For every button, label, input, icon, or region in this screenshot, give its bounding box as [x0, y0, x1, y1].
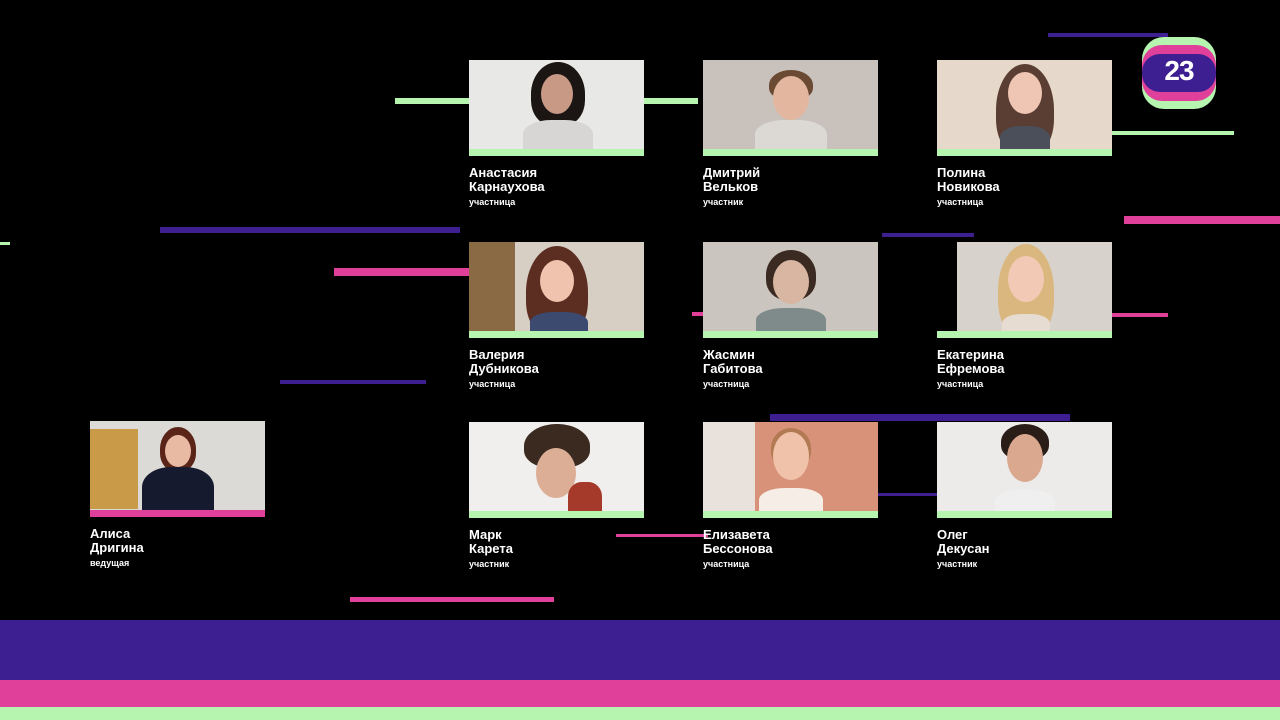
- host-tile: Алиса Дригина ведущая: [90, 421, 265, 568]
- participant-role: участница: [469, 379, 516, 389]
- participant-name: Екатерина Ефремова: [937, 347, 1005, 376]
- decor-line: [280, 380, 426, 384]
- host-role: ведущая: [90, 558, 130, 568]
- host-video: [90, 421, 265, 517]
- channel-logo: 23: [1142, 37, 1216, 109]
- decor-line: [882, 233, 974, 237]
- participant-video: [937, 242, 1112, 338]
- host-name: Алиса Дригина: [90, 526, 144, 555]
- decor-line: [1124, 216, 1280, 224]
- participant-tile: Олег Декусан участник: [937, 422, 1112, 569]
- participant-role: участница: [703, 379, 750, 389]
- participant-tile: Жасмин Габитова участница: [703, 242, 878, 389]
- participant-tile: Марк Карета участник: [469, 422, 644, 569]
- participant-video: [469, 60, 644, 156]
- participant-name: Елизавета Бессонова: [703, 527, 773, 556]
- decor-line: [616, 534, 708, 537]
- participant-video: [469, 422, 644, 518]
- participant-video: [469, 242, 644, 338]
- participant-role: участник: [703, 197, 744, 207]
- participant-name: Марк Карета: [469, 527, 513, 556]
- participant-tile: Валерия Дубникова участница: [469, 242, 644, 389]
- participant-role: участник: [469, 559, 510, 569]
- participant-name: Полина Новикова: [937, 165, 1000, 194]
- participant-tile: Дмитрий Вельков участник: [703, 60, 878, 207]
- participant-role: участница: [469, 197, 516, 207]
- decor-line: [1048, 33, 1168, 37]
- decor-line: [1110, 131, 1234, 135]
- decor-line: [770, 414, 1070, 421]
- participant-tile: Анастасия Карнаухова участница: [469, 60, 644, 207]
- participant-name: Валерия Дубникова: [469, 347, 539, 376]
- participant-role: участник: [937, 559, 978, 569]
- decor-line: [876, 493, 938, 496]
- participant-name: Жасмин Габитова: [703, 347, 763, 376]
- bottom-band-green: [0, 707, 1280, 720]
- participant-name: Дмитрий Вельков: [703, 165, 761, 194]
- decor-line: [350, 597, 554, 602]
- participant-video: [937, 60, 1112, 156]
- decor-line: [160, 227, 460, 233]
- participant-role: участница: [937, 379, 984, 389]
- decor-line: [0, 242, 10, 245]
- participant-tile: Полина Новикова участница: [937, 60, 1112, 207]
- decor-line: [1110, 313, 1168, 317]
- decor-line: [395, 98, 475, 104]
- participant-video: [703, 242, 878, 338]
- logo-text: 23: [1164, 55, 1194, 86]
- participant-tile: Елизавета Бессонова участница: [703, 422, 878, 569]
- participant-tile: Екатерина Ефремова участница: [937, 242, 1112, 389]
- participant-role: участница: [703, 559, 750, 569]
- participant-video: [937, 422, 1112, 518]
- decor-line: [334, 268, 470, 276]
- bottom-band-pink: [0, 680, 1280, 707]
- participant-name: Олег Декусан: [937, 527, 990, 556]
- participant-video: [703, 60, 878, 156]
- decor-line: [640, 98, 698, 104]
- bottom-band-purple: [0, 620, 1280, 680]
- participant-name: Анастасия Карнаухова: [469, 165, 545, 194]
- decor-line: [692, 312, 706, 316]
- participant-video: [703, 422, 878, 518]
- participant-role: участница: [937, 197, 984, 207]
